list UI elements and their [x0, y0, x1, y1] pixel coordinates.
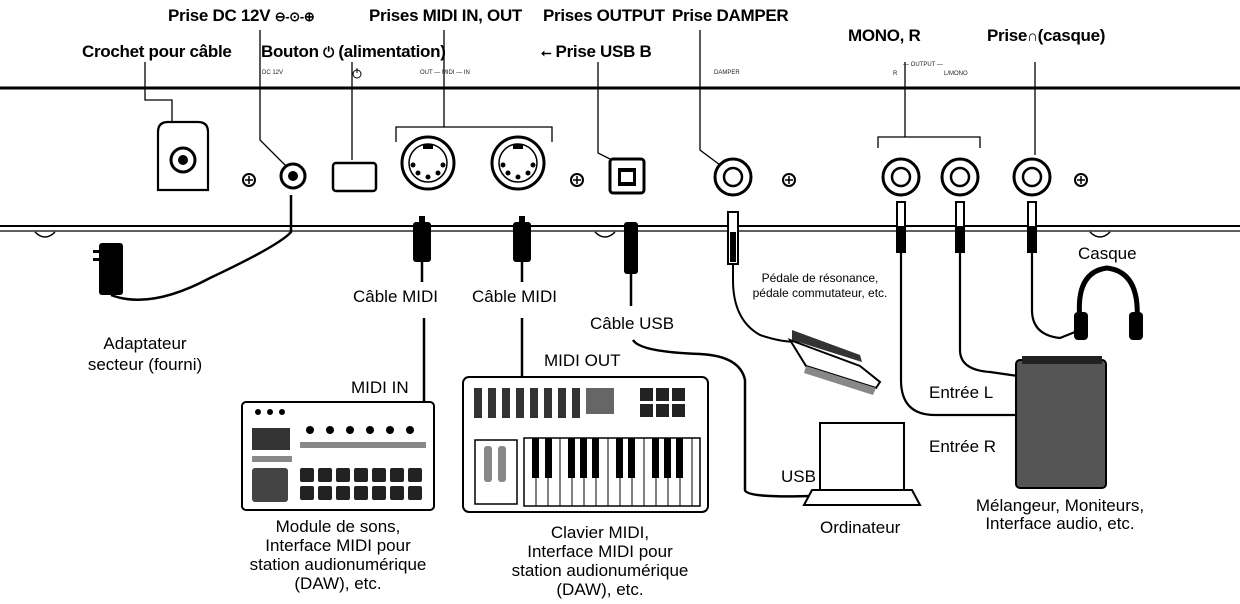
damper-jack [713, 157, 753, 197]
midi-in-jack [490, 135, 546, 191]
mixer-label: Mélangeur, Moniteurs,Interface audio, et… [975, 496, 1145, 533]
midi-out-jack [400, 135, 456, 191]
power-button [331, 161, 378, 193]
midi-cable-2-label: Câble MIDI [472, 287, 558, 307]
panel-midi-text: OUT — MIDI — IN [420, 70, 470, 76]
usb-cable-label: Câble USB [590, 314, 675, 334]
output-jacks-label: Prises OUTPUT [543, 6, 665, 25]
input-r-label: Entrée R [929, 437, 997, 456]
output-r-jack [881, 157, 921, 197]
damper-jack-label: Prise DAMPER [672, 6, 789, 26]
output-l-jack [940, 157, 980, 197]
panel-lmono-text: L/MONO [944, 71, 968, 77]
laptop [802, 422, 922, 506]
dc-jack [279, 162, 307, 190]
usb-b-jack-label: ⭠ Prise USB B [541, 42, 652, 61]
dc-jack-label: Prise DC 12V ⊖-⊙-⊕ [168, 6, 315, 25]
pedal-label: Pédale de résonance,pédale commutateur, … [752, 271, 888, 300]
input-l-label: Entrée L [929, 383, 994, 402]
headphones-label: Casque [1078, 244, 1137, 263]
sound-module [241, 401, 435, 511]
midi-jacks-label: Prises MIDI IN, OUT [369, 6, 523, 25]
midi-in-label: MIDI IN [351, 378, 409, 397]
midi-keyboard [462, 376, 709, 513]
midi-out-label: MIDI OUT [544, 351, 621, 370]
cable-hook-label: Crochet pour câble [82, 42, 232, 61]
headphone-jack [1012, 157, 1052, 197]
computer-label: Ordinateur [820, 518, 901, 537]
cable-hook [156, 120, 210, 192]
panel-dc-text: DC 12V [262, 70, 284, 76]
headphone-jack-label: Prise∩(casque) [987, 26, 1106, 45]
panel-damper-text: DAMPER [714, 70, 740, 76]
monitor-speaker [1015, 356, 1107, 489]
usb-label: USB [781, 467, 816, 486]
panel-output-text: — OUTPUT — [903, 62, 943, 68]
usb-b-jack [608, 157, 646, 195]
pedal [787, 330, 882, 395]
midi-cable-1-label: Câble MIDI [353, 287, 439, 307]
power-button-label: Bouton ⏻ (alimentation) [261, 42, 446, 61]
power-adapter [93, 195, 293, 301]
mono-r-label: MONO, R [848, 26, 921, 45]
panel-r-text: R [893, 71, 898, 77]
headphones [1074, 265, 1143, 340]
